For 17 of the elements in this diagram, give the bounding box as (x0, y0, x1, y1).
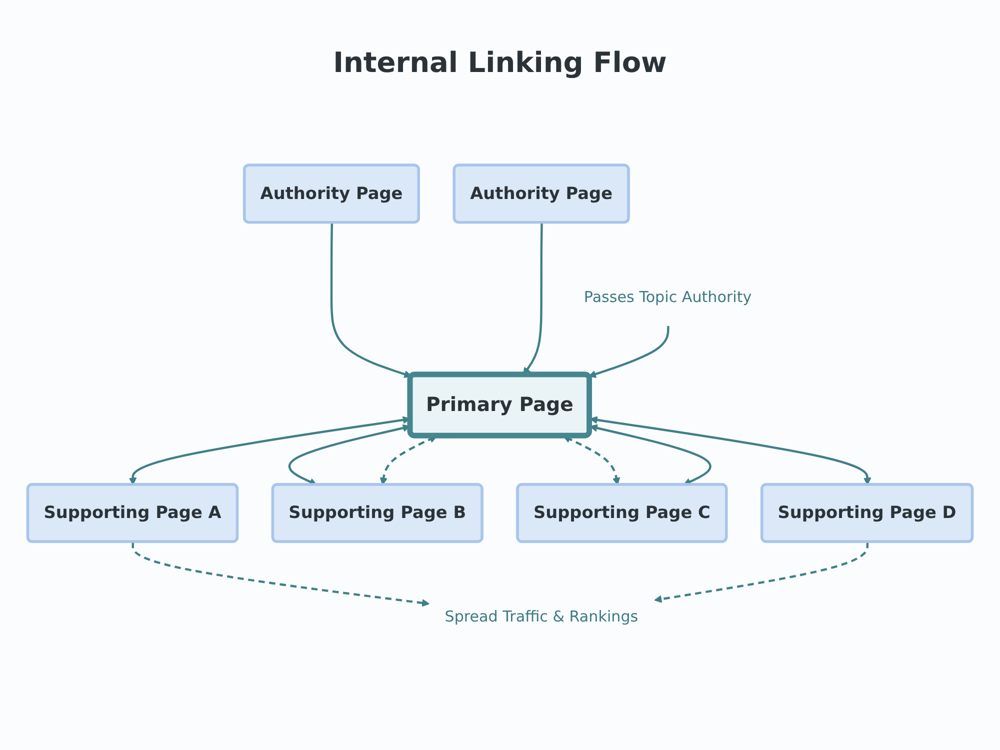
page-card: Supporting Page C (516, 483, 728, 543)
diagram-title: Internal Linking Flow (333, 46, 667, 79)
primary-page-card: Primary Page (407, 372, 592, 438)
arrow (590, 424, 712, 486)
page-card: Supporting Page D (760, 483, 974, 543)
arrow (588, 326, 670, 378)
flow-label: Passes Topic Authority (584, 288, 752, 307)
page-card: Authority Page (242, 164, 420, 224)
arrow (132, 542, 430, 607)
arrow (330, 222, 412, 378)
flow-label: Spread Traffic & Rankings (444, 608, 638, 626)
arrow (128, 416, 410, 486)
arrow (654, 542, 869, 603)
page-card: Authority Page (452, 164, 630, 224)
arrow (590, 416, 872, 486)
page-card: Supporting Page A (26, 483, 239, 543)
page-card: Supporting Page B (271, 483, 484, 543)
